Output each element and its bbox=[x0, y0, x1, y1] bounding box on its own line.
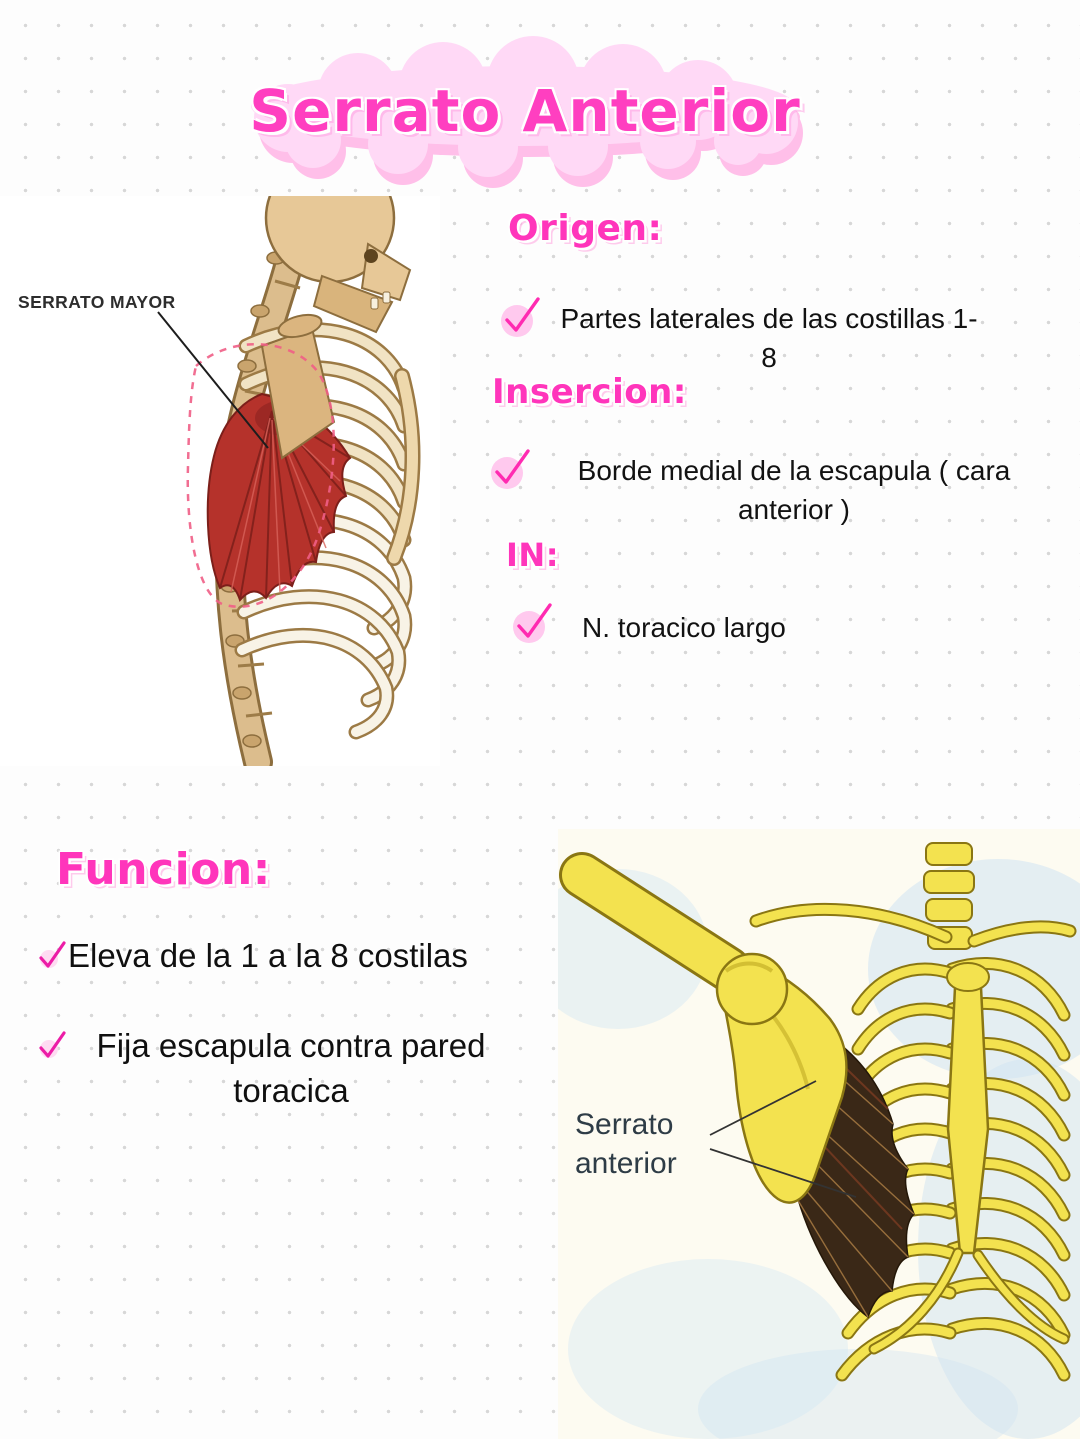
heading-funcion: Funcion: bbox=[56, 844, 271, 895]
check-icon bbox=[498, 294, 544, 340]
check-icon bbox=[36, 1029, 68, 1061]
figure-lateral-skeleton: SERRATO MAYOR bbox=[0, 196, 440, 766]
heading-insercion: Insercion: bbox=[492, 372, 687, 412]
lateral-skeleton-illustration bbox=[0, 196, 440, 766]
lateral-figure-label: SERRATO MAYOR bbox=[18, 292, 176, 312]
heading-origen: Origen: bbox=[508, 208, 663, 249]
sternum-shape bbox=[868, 962, 1070, 1355]
check-icon bbox=[36, 939, 68, 971]
inervacion-item-text: N. toracico largo bbox=[582, 612, 786, 643]
page-title: Serrato Anterior bbox=[249, 77, 801, 145]
label-pointer-lines bbox=[709, 1080, 857, 1198]
funcion-item-row: Fija escapula contra pared toracica bbox=[36, 1024, 514, 1113]
funcion-item-text: Fija escapula contra pared toracica bbox=[96, 1027, 486, 1109]
dashed-outline-annotation bbox=[186, 342, 335, 608]
insercion-item-row: Borde medial de la escapula ( cara anter… bbox=[488, 446, 1044, 529]
skull-shape bbox=[264, 196, 412, 334]
cloud-highlight-icon bbox=[251, 36, 803, 188]
humerus-shape bbox=[559, 852, 789, 1026]
title-banner: Serrato Anterior bbox=[218, 36, 832, 188]
inervacion-item-row: N. toracico largo bbox=[510, 600, 786, 648]
heading-inervacion: IN: bbox=[506, 536, 559, 574]
label-pointer-line bbox=[157, 311, 269, 449]
anterior-ribcage-illustration bbox=[558, 829, 1080, 1439]
check-icon bbox=[510, 600, 556, 646]
origen-item-text: Partes laterales de las costillas 1-8 bbox=[560, 303, 978, 373]
anterior-figure-label: Serrato anterior bbox=[575, 1108, 677, 1180]
funcion-item-row: Eleva de la 1 a la 8 costilas bbox=[36, 934, 468, 979]
insercion-item-text: Borde medial de la escapula ( cara anter… bbox=[577, 455, 1011, 525]
clavicle-shape bbox=[749, 902, 1077, 948]
check-icon bbox=[488, 446, 534, 492]
funcion-item-text: Eleva de la 1 a la 8 costilas bbox=[68, 937, 468, 974]
scapula-shape bbox=[260, 313, 336, 460]
figure-anterior-ribcage: Serrato anterior bbox=[558, 829, 1080, 1439]
origen-item-row: Partes laterales de las costillas 1-8 bbox=[498, 294, 984, 377]
